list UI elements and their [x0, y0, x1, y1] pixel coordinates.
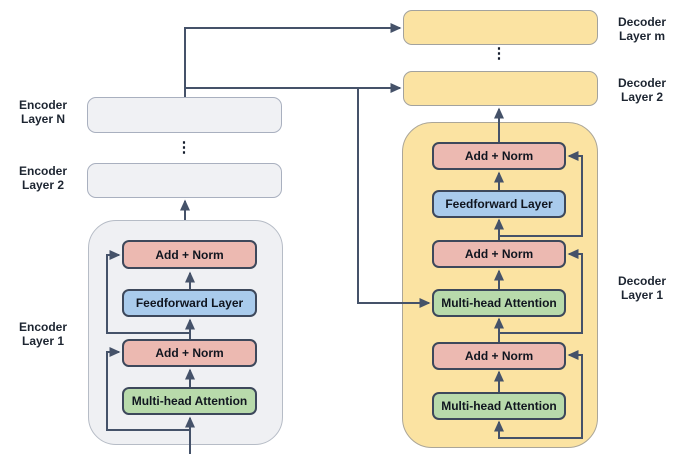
encoder-add-norm-mid-block: Add + Norm	[122, 339, 257, 367]
encoder-skip-upper-line	[106, 250, 190, 334]
decoder-feedforward-block: Feedforward Layer	[432, 190, 566, 218]
encoder-layer-n-label: Encoder Layer N	[18, 98, 67, 126]
decoder-skip-upper-line	[499, 151, 583, 237]
decoder-add-norm-top-block: Add + Norm	[432, 142, 566, 170]
decoder-layer-2-box	[403, 71, 598, 106]
encoder-feedforward-block: Feedforward Layer	[122, 289, 257, 317]
decoder-add-norm-bottom-block: Add + Norm	[432, 342, 566, 370]
decoder-skip-middle-line	[499, 249, 583, 334]
decoder-layer-2-label: Decoder Layer 2	[617, 76, 667, 104]
encoder-stack-ellipsis: ⋮	[176, 139, 192, 156]
encoder-layer-2-label: Encoder Layer 2	[18, 164, 67, 192]
decoder-skip-lower-line	[499, 350, 583, 439]
encoder-output-to-decoder-m-line	[184, 23, 402, 97]
decoder-self-attention-block: Multi-head Attention	[432, 392, 566, 420]
decoder-stack-ellipsis: ⋮	[491, 45, 507, 62]
decoder-cross-attention-block: Multi-head Attention	[432, 289, 566, 317]
encoder-layer-1-label: Encoder Layer 1	[18, 320, 67, 348]
encoder-layer-n-box	[87, 97, 282, 133]
decoder-layer-1-label: Decoder Layer 1	[617, 274, 667, 302]
decoder-layer-m-box	[403, 10, 598, 45]
encoder-layer-2-box	[87, 163, 282, 198]
encoder-multi-head-attention-block: Multi-head Attention	[122, 387, 257, 415]
encoder-add-norm-top-block: Add + Norm	[122, 240, 257, 269]
decoder-add-norm-mid-block: Add + Norm	[432, 240, 566, 268]
decoder-layer-m-label: Decoder Layer m	[617, 15, 667, 43]
encoder-skip-lower-line	[106, 347, 190, 431]
encoder-output-to-cross-attention-line	[357, 88, 431, 308]
